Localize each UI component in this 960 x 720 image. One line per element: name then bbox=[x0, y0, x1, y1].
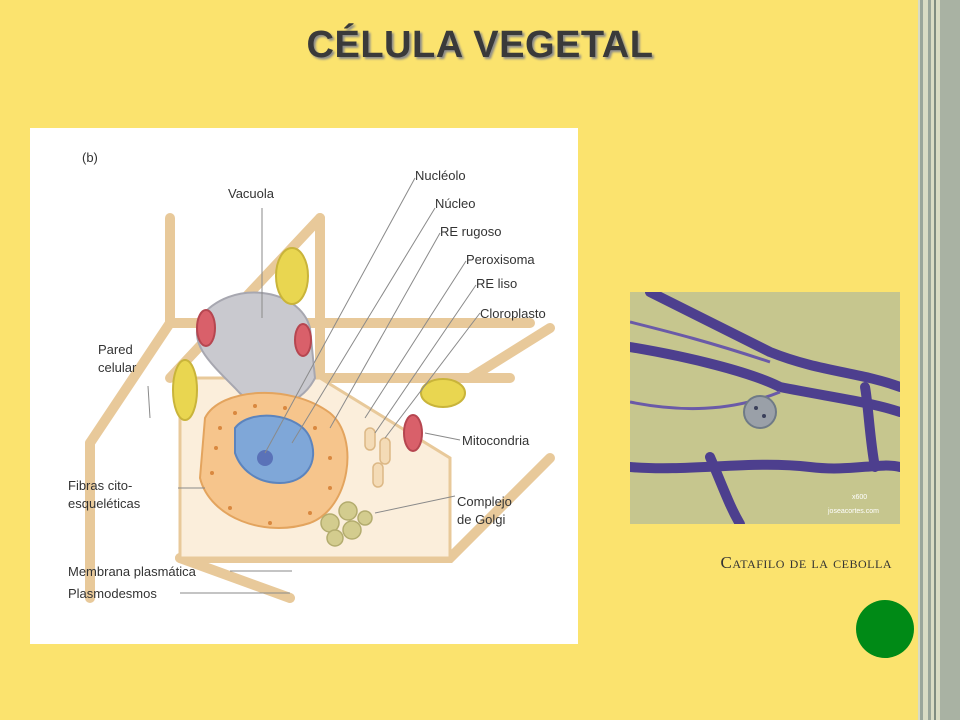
micrograph-caption: Catafilo de la cebolla bbox=[720, 553, 892, 572]
green-circle-decoration bbox=[856, 600, 914, 658]
label-membrana: Membrana plasmática bbox=[68, 564, 197, 579]
label-vacuola: Vacuola bbox=[228, 186, 275, 201]
plant-cell-diagram: (b) Vacuola Nucléolo Núcleo RE rugoso Pe… bbox=[30, 128, 578, 644]
onion-nucleus bbox=[743, 395, 777, 429]
label-re-liso: RE liso bbox=[476, 276, 517, 291]
slide-right-border bbox=[918, 0, 960, 720]
golgi-vesicles bbox=[320, 501, 373, 547]
label-fibras-line2: esqueléticas bbox=[68, 496, 141, 511]
label-plasmodesmos: Plasmodesmos bbox=[68, 586, 157, 601]
mitochondrion bbox=[403, 414, 423, 452]
onion-cell-micrograph: x600 joseacortes.com bbox=[625, 287, 905, 529]
chloroplast bbox=[420, 378, 466, 408]
label-fibras-line1: Fibras cito- bbox=[68, 478, 132, 493]
slide-title: CÉLULA VEGETAL bbox=[306, 24, 654, 66]
label-nucleo: Núcleo bbox=[435, 196, 475, 211]
micrograph-magnification: x600 bbox=[852, 494, 867, 501]
label-mitocondria: Mitocondria bbox=[462, 433, 530, 448]
chloroplast bbox=[172, 359, 198, 421]
micrograph-watermark: joseacortes.com bbox=[827, 508, 879, 515]
smooth-er bbox=[364, 427, 391, 488]
leader-lines bbox=[147, 177, 481, 594]
nucleus bbox=[234, 414, 315, 485]
chloroplast bbox=[275, 247, 309, 305]
mitochondrion bbox=[196, 309, 216, 347]
mitochondrion bbox=[294, 323, 312, 357]
label-peroxisoma: Peroxisoma bbox=[466, 252, 535, 267]
panel-label: (b) bbox=[82, 150, 98, 165]
label-cloroplasto: Cloroplasto bbox=[480, 306, 546, 321]
label-re-rugoso: RE rugoso bbox=[440, 224, 501, 239]
label-golgi-line1: Complejo bbox=[457, 494, 512, 509]
label-pared-line1: Pared bbox=[98, 342, 133, 357]
nucleolus bbox=[257, 450, 273, 466]
label-golgi-line2: de Golgi bbox=[457, 512, 506, 527]
label-pared-line2: celular bbox=[98, 360, 137, 375]
label-nucleolo: Nucléolo bbox=[415, 168, 466, 183]
er-dots bbox=[210, 404, 332, 525]
